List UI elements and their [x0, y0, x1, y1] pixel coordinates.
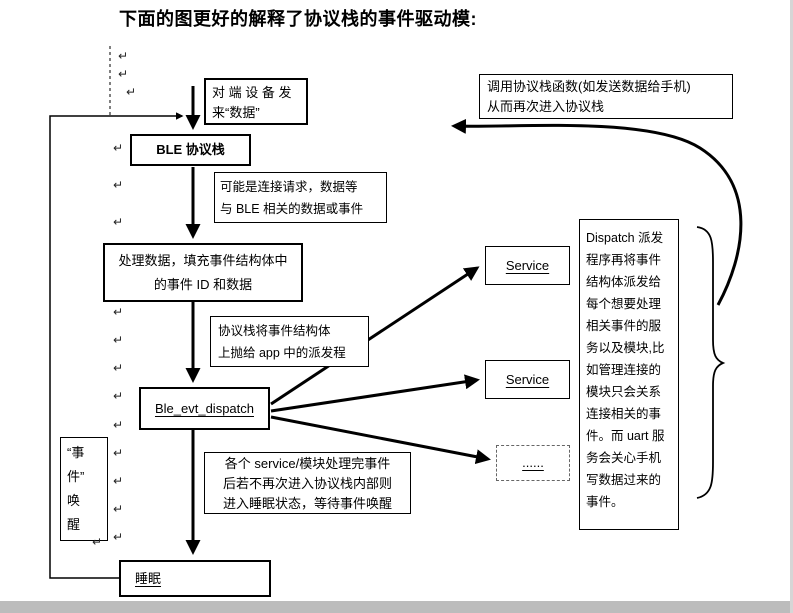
brace-right — [696, 226, 726, 499]
paragraph-mark-icon: ↵ — [113, 418, 124, 432]
paragraph-mark-icon: ↵ — [113, 333, 124, 347]
note-callback-line1: 调用协议栈函数(如发送数据给手机) — [487, 79, 691, 94]
node-peer-device: 对 端 设 备 发 来“数据” — [204, 78, 308, 125]
paragraph-mark-icon: ↵ — [113, 305, 124, 319]
note-incoming-line2: 与 BLE 相关的数据或事件 — [220, 202, 364, 216]
node-process-line2: 的事件 ID 和数据 — [153, 277, 253, 292]
note-sleep-condition: 各个 service/模块处理完事件 后若不再次进入协议栈内部则 进入睡眠状态，… — [204, 452, 411, 514]
node-peer-line1: 对 端 设 备 发 — [212, 85, 292, 100]
note-sleep-line2: 后若不再次进入协议栈内部则 — [222, 476, 392, 491]
paragraph-mark-icon: ↵ — [113, 530, 124, 544]
wake-line1: “事 — [67, 445, 85, 460]
arrow-dispatch-to-service2 — [270, 374, 480, 413]
note-throw-to-app: 协议栈将事件结构体 上抛给 app 中的派发程 — [210, 316, 369, 367]
service1-label: Service — [505, 257, 550, 273]
node-dispatch-label: Ble_evt_dispatch — [154, 400, 254, 416]
node-ble-evt-dispatch: Ble_evt_dispatch — [139, 387, 270, 430]
node-other-modules: ...... — [496, 445, 570, 481]
paragraph-mark-icon: ↵ — [113, 215, 124, 229]
other-modules-label: ...... — [522, 455, 544, 470]
node-process-data: 处理数据，填充事件结构体中 的事件 ID 和数据 — [103, 243, 303, 302]
node-service-2: Service — [485, 360, 570, 399]
wake-line3: 唤 — [67, 493, 81, 508]
node-sleep-label: 睡眠 — [135, 570, 162, 586]
note-sleep-line3: 进入睡眠状态，等待事件唤醒 — [222, 496, 392, 511]
paragraph-mark-icon: ↵ — [92, 535, 103, 549]
node-ble-label: BLE 协议栈 — [156, 142, 225, 157]
node-service-1: Service — [485, 246, 570, 285]
note-callback-line2: 从而再次进入协议栈 — [487, 99, 605, 114]
note-incoming-data: 可能是连接请求，数据等 与 BLE 相关的数据或事件 — [214, 172, 387, 223]
paragraph-mark-icon: ↵ — [113, 178, 124, 192]
wake-line2: 件” — [67, 469, 85, 484]
service2-label: Service — [505, 371, 550, 387]
note-throw-line1: 协议栈将事件结构体 — [218, 324, 331, 338]
paragraph-mark-icon: ↵ — [113, 389, 124, 403]
note-incoming-line1: 可能是连接请求，数据等 — [220, 180, 358, 194]
node-peer-line2: 来“数据” — [212, 105, 260, 120]
note-callback: 调用协议栈函数(如发送数据给手机) 从而再次进入协议栈 — [479, 74, 733, 119]
dispatch-detail-text: Dispatch 派发程序再将事件结构体派发给每个想要处理相关事件的服务以及模块… — [586, 231, 665, 509]
paragraph-mark-icon: ↵ — [113, 141, 124, 155]
paragraph-mark-icon: ↵ — [113, 361, 124, 375]
node-process-line1: 处理数据，填充事件结构体中 — [118, 253, 288, 268]
paragraph-mark-icon: ↵ — [118, 67, 129, 81]
wake-line4: 醒 — [67, 517, 81, 532]
note-dispatch-detail: Dispatch 派发程序再将事件结构体派发给每个想要处理相关事件的服务以及模块… — [579, 219, 679, 530]
paragraph-mark-icon: ↵ — [126, 85, 137, 99]
paragraph-mark-icon: ↵ — [118, 49, 129, 63]
note-sleep-line1: 各个 service/模块处理完事件 — [224, 456, 391, 471]
paragraph-mark-icon: ↵ — [113, 474, 124, 488]
page-title: 下面的图更好的解释了协议栈的事件驱动模: — [119, 9, 477, 29]
node-event-wakeup: “事 件” 唤 醒 — [60, 437, 108, 541]
paragraph-mark-icon: ↵ — [113, 446, 124, 460]
node-sleep: 睡眠 — [119, 560, 271, 597]
note-throw-line2: 上抛给 app 中的派发程 — [218, 346, 346, 360]
node-ble-stack: BLE 协议栈 — [130, 134, 251, 166]
page-edge-right — [790, 0, 793, 613]
paragraph-mark-icon: ↵ — [113, 502, 124, 516]
page-edge-bottom — [0, 601, 793, 613]
